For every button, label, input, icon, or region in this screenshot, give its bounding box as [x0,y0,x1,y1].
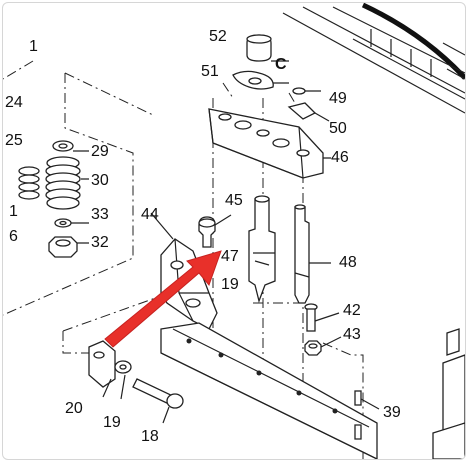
label-45: 45 [225,192,243,209]
small-fasteners [304,303,380,410]
label-33: 33 [91,206,109,223]
label-47: 47 [221,248,239,265]
upper-block-assembly [208,34,331,179]
label-46: 46 [331,149,349,166]
lower-left-parts [88,340,184,424]
label-6: 6 [9,228,18,245]
label-48: 48 [339,254,357,271]
label-43: 43 [343,326,361,343]
label-32: 32 [91,234,109,251]
label-19a: 19 [221,276,239,293]
diagram-frame: 1 24 25 29 30 1 33 6 32 52 51 C 49 50 46… [2,2,466,460]
label-1b: 1 [9,203,18,220]
label-30: 30 [91,172,109,189]
label-44: 44 [141,206,159,223]
label-24: 24 [5,94,23,111]
pins [248,195,331,304]
base-rail [160,322,378,459]
label-52: 52 [209,28,227,45]
exploded-parts-diagram: 1 24 25 29 30 1 33 6 32 52 51 C 49 50 46… [3,3,465,459]
part-labels: 1 24 25 29 30 1 33 6 32 52 51 C 49 50 46… [5,28,401,445]
spring-assembly [18,140,89,258]
label-18: 18 [141,428,159,445]
label-20: 20 [65,400,83,417]
label-51: 51 [201,63,219,80]
label-42: 42 [343,302,361,319]
label-25: 25 [5,132,23,149]
label-29: 29 [91,143,109,160]
right-parts [432,328,465,459]
label-39: 39 [383,404,401,421]
label-1: 1 [29,38,38,55]
highlight-arrow [104,250,222,348]
label-49: 49 [329,90,347,107]
label-50: 50 [329,120,347,137]
label-c: C [275,56,287,73]
label-19b: 19 [103,414,121,431]
machine-rail [282,3,465,114]
